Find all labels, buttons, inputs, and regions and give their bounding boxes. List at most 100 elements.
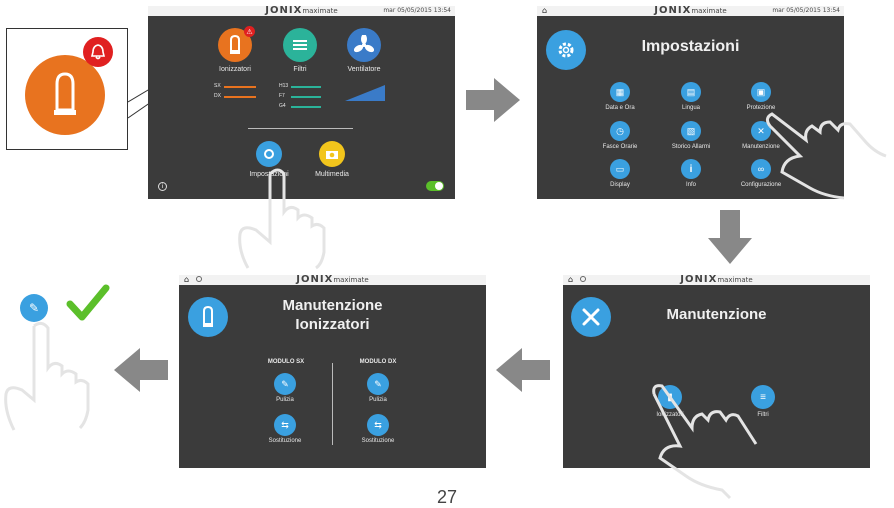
- gear-icon: [558, 42, 574, 58]
- filters-label: Filtri: [293, 66, 307, 73]
- top-bar: ⌂ JONIXmaximate: [179, 275, 486, 285]
- arrow-down-icon: [708, 210, 752, 264]
- maintenance-header-icon: [571, 297, 611, 337]
- menu-alarm-history[interactable]: ▧: [681, 121, 701, 141]
- menu-date-time[interactable]: ▦: [610, 82, 630, 102]
- menu-time-slots[interactable]: ◷: [610, 121, 630, 141]
- level-bar-sx: [224, 86, 256, 88]
- home-screen: JONIXmaximate mar 05/05/2015 13:54 ⚠ Ion…: [148, 6, 455, 199]
- ionizer-header-icon: [188, 297, 228, 337]
- tap-hand-icon: [765, 112, 887, 200]
- menu-configuration-label: Configurazione: [740, 182, 782, 188]
- checkmark-icon: [66, 284, 110, 321]
- filters-maintenance-button[interactable]: ≡: [751, 385, 775, 409]
- menu-info[interactable]: i: [681, 159, 701, 179]
- settings-header-icon: [546, 30, 586, 70]
- level-label-h13: H13: [279, 83, 289, 89]
- tap-hand-icon: [652, 384, 758, 500]
- top-bar: JONIXmaximate mar 05/05/2015 13:54: [148, 6, 455, 16]
- menu-alarm-history-label: Storico Allarmi: [671, 144, 711, 150]
- clean-confirm-icon: ✎: [20, 294, 48, 322]
- ionizer-alarm-icon-zoomed: [25, 55, 105, 135]
- ionizer-maintenance-screen: ⌂ JONIXmaximate Manutenzione Ionizzatori…: [179, 275, 486, 468]
- brand-sub: maximate: [302, 7, 338, 15]
- ionizers-label: Ionizzatori: [219, 66, 251, 73]
- tools-icon: [582, 308, 600, 326]
- level-label-f7: F7: [279, 93, 285, 99]
- tube-icon: [203, 305, 213, 327]
- left-clean-button[interactable]: ✎: [274, 373, 296, 395]
- menu-info-label: Info: [685, 182, 696, 188]
- menu-display-label: Display: [610, 182, 630, 188]
- settings-screen: ⌂ JONIXmaximate mar 05/05/2015 13:54 Imp…: [537, 6, 844, 199]
- brand-name: JONIX: [680, 275, 718, 285]
- top-bar: ⌂ JONIXmaximate: [563, 275, 870, 285]
- ionizers-maintenance-label: Ionizzatori: [656, 412, 684, 418]
- right-clean-button[interactable]: ✎: [367, 373, 389, 395]
- brand-name: JONIX: [265, 6, 303, 16]
- menu-configuration[interactable]: ∞: [751, 159, 771, 179]
- level-bar-h13: [291, 86, 321, 88]
- page-title: Impostazioni: [641, 38, 740, 55]
- brand-sub: maximate: [717, 276, 753, 284]
- top-bar: ⌂ JONIXmaximate mar 05/05/2015 13:54: [537, 6, 844, 16]
- fan-speed-ramp: [345, 85, 385, 101]
- menu-language[interactable]: ▤: [681, 82, 701, 102]
- arrow-left-icon: [496, 348, 550, 392]
- alarm-bell-icon-zoomed: [83, 37, 113, 67]
- filters-button[interactable]: [283, 28, 317, 62]
- brand-sub: maximate: [691, 7, 727, 15]
- module-divider: [332, 363, 333, 445]
- level-bar-g4: [291, 106, 321, 108]
- home-icon[interactable]: ⌂: [184, 275, 190, 284]
- back-icon[interactable]: [580, 276, 586, 282]
- menu-maintenance-label: Manutenzione: [742, 144, 780, 150]
- datetime: mar 05/05/2015 13:54: [772, 7, 840, 14]
- multimedia-button[interactable]: [319, 141, 345, 167]
- home-icon[interactable]: ⌂: [542, 6, 548, 15]
- brand-name: JONIX: [654, 6, 692, 16]
- back-icon[interactable]: [196, 276, 202, 282]
- level-label-sx: SX: [214, 83, 221, 89]
- tube-icon: [54, 72, 76, 115]
- menu-protection[interactable]: ▣: [751, 82, 771, 102]
- left-replace-button[interactable]: ⇆: [274, 414, 296, 436]
- tap-hand-icon: [4, 321, 90, 431]
- filters-maintenance-label: Filtri: [757, 412, 769, 418]
- tube-icon: [230, 34, 240, 54]
- menu-date-time-label: Data e Ora: [605, 105, 635, 111]
- fan-label: Ventilatore: [347, 66, 381, 73]
- right-replace-button[interactable]: ⇆: [367, 414, 389, 436]
- page-number: 27: [436, 487, 458, 507]
- zoom-inset: [6, 28, 128, 150]
- home-icon[interactable]: ⌂: [568, 275, 574, 284]
- menu-time-slots-label: Fasce Orarie: [602, 144, 638, 150]
- left-replace-label: Sostituzione: [268, 438, 302, 444]
- level-bar-dx: [224, 96, 256, 98]
- level-label-dx: DX: [214, 93, 221, 99]
- power-toggle[interactable]: [426, 181, 444, 191]
- arrow-left-icon: [114, 348, 168, 392]
- divider: [248, 128, 353, 129]
- menu-protection-label: Protezione: [746, 105, 776, 111]
- fan-button[interactable]: [347, 28, 381, 62]
- level-label-g4: G4: [279, 103, 286, 109]
- arrow-right-icon: [466, 78, 520, 122]
- tap-hand-icon: [238, 168, 326, 270]
- right-replace-label: Sostituzione: [361, 438, 395, 444]
- left-module-heading: MODULO SX: [267, 359, 305, 365]
- page-title-line1: Manutenzione: [282, 297, 383, 314]
- fan-icon: [354, 35, 374, 53]
- gear-icon: [264, 149, 274, 159]
- datetime: mar 05/05/2015 13:54: [383, 7, 451, 14]
- menu-language-label: Lingua: [681, 105, 701, 111]
- right-module-heading: MODULO DX: [359, 359, 397, 365]
- level-bar-f7: [291, 96, 321, 98]
- info-icon[interactable]: i: [158, 182, 167, 191]
- settings-button[interactable]: [256, 141, 282, 167]
- page-title-line2: Ionizzatori: [295, 316, 370, 333]
- menu-maintenance[interactable]: ✕: [751, 121, 771, 141]
- multimedia-label: Multimedia: [315, 171, 349, 178]
- menu-display[interactable]: ▭: [610, 159, 630, 179]
- maintenance-screen: ⌂ JONIXmaximate Manutenzione ▮ Ionizzato…: [563, 275, 870, 468]
